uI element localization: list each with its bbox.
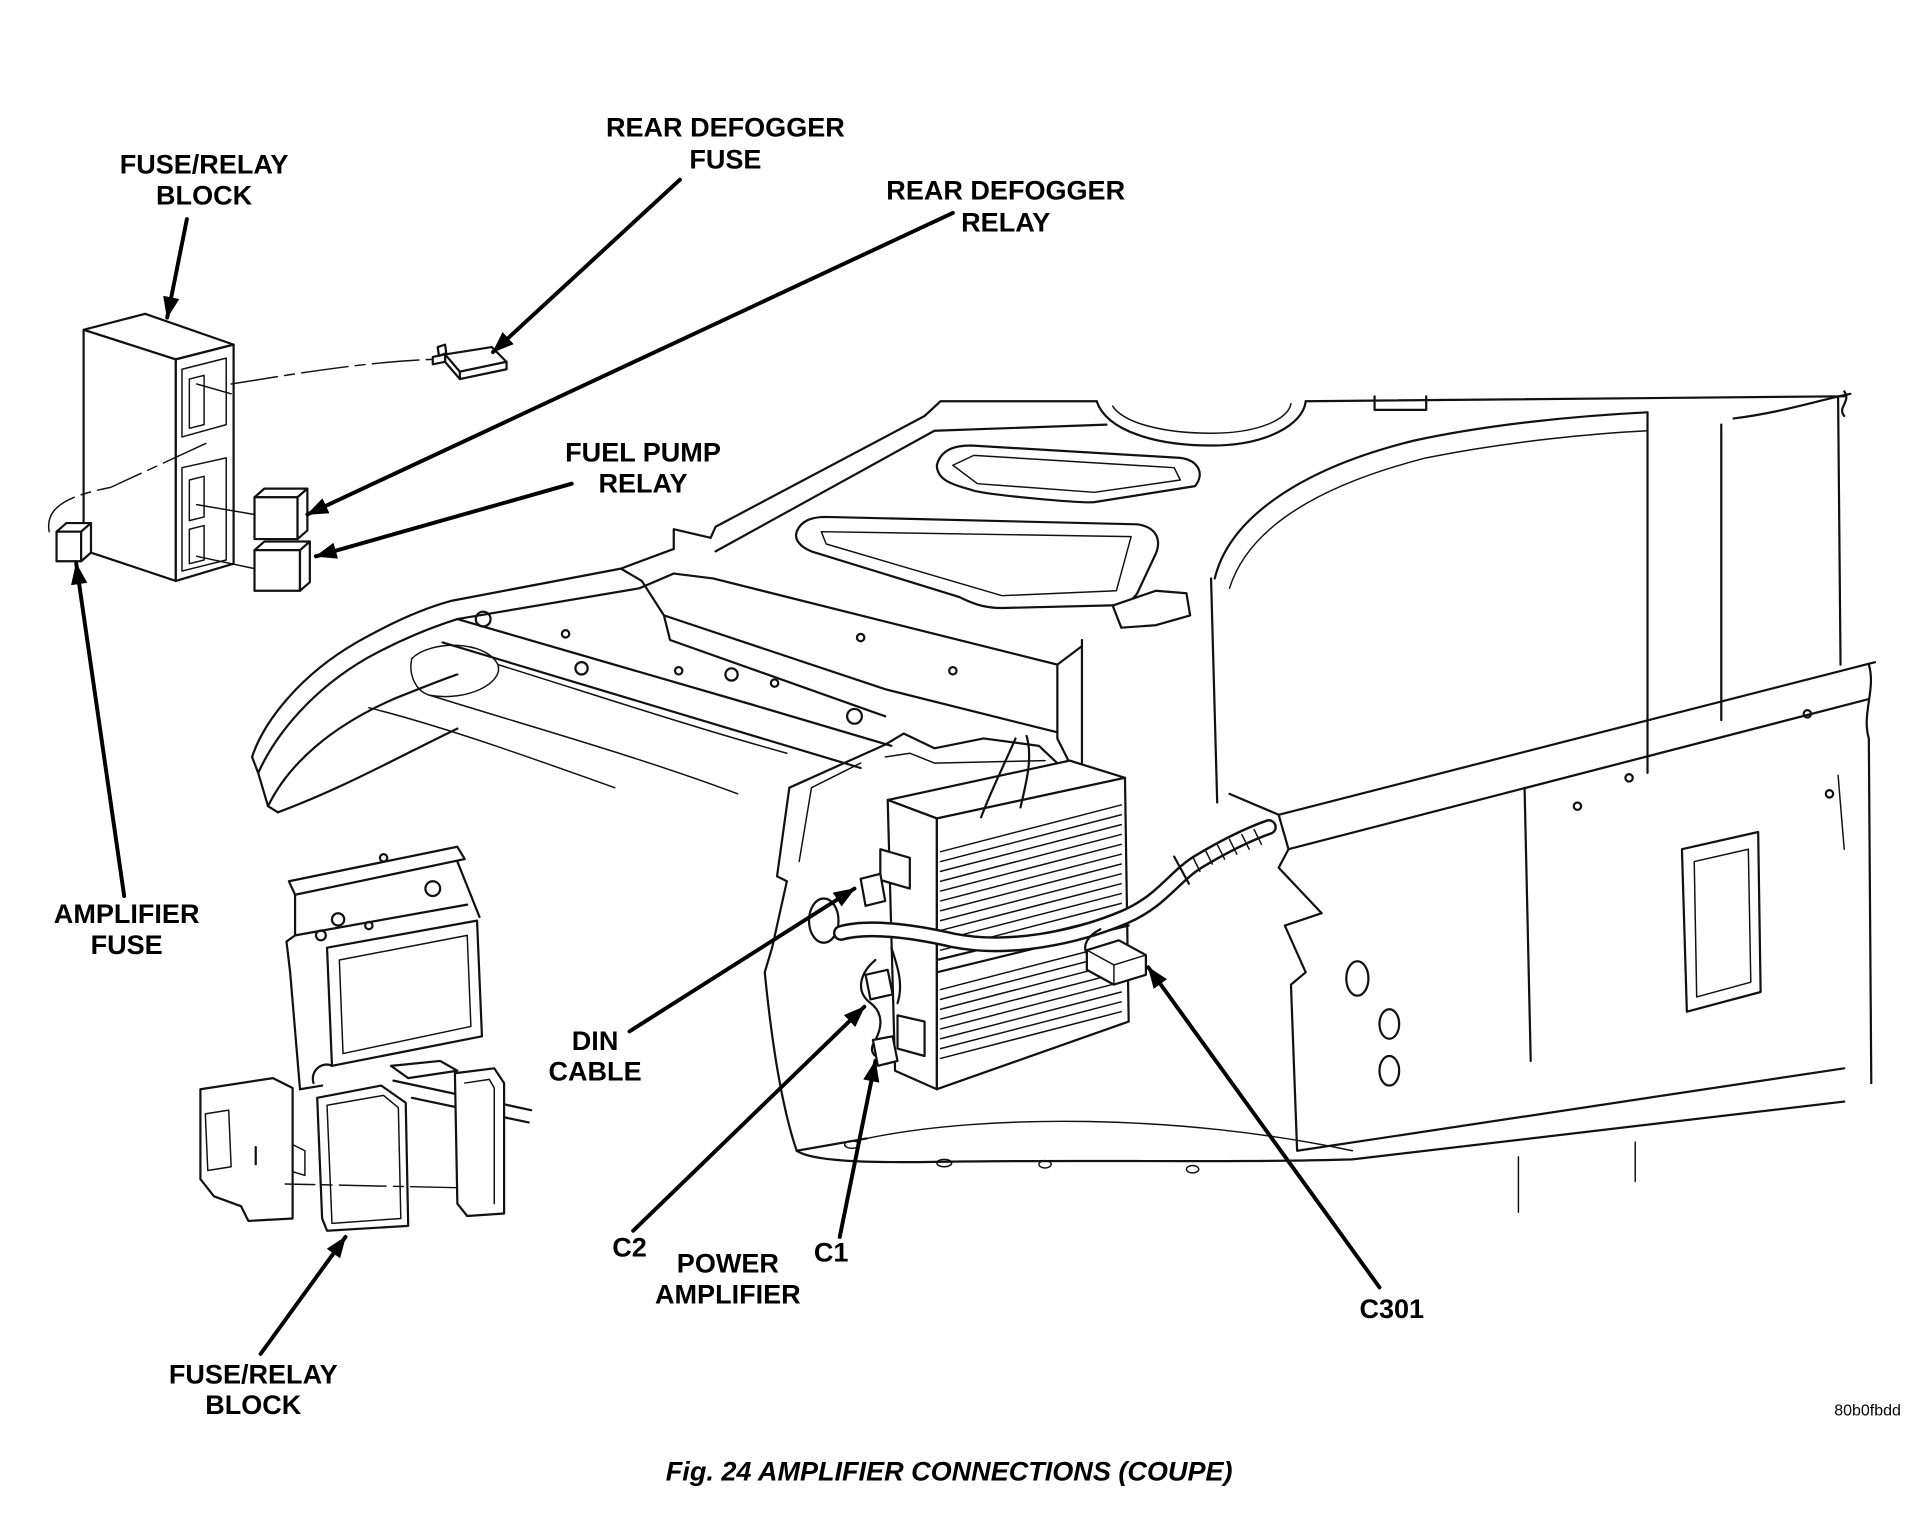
- vehicle-body-drawing: [250, 390, 1877, 1214]
- figure-caption: Fig. 24 AMPLIFIER CONNECTIONS (COUPE): [666, 1457, 1233, 1487]
- amplifier-fuse-drawing: [55, 521, 93, 563]
- label-fuel-pump-relay-line2: RELAY: [598, 468, 687, 498]
- leader-arrow-c301: [1146, 965, 1382, 1290]
- din-cable-drawing: [807, 819, 1277, 1060]
- power-amplifier-drawing: [879, 734, 1130, 1091]
- rear-defogger-fuse-drawing: [431, 343, 508, 381]
- connector-c1: [871, 1035, 899, 1067]
- label-rear-defogger-relay-line2: RELAY: [961, 207, 1050, 237]
- label-din-cable-line2: CABLE: [549, 1057, 642, 1087]
- image-code: 80b0fbdd: [1834, 1402, 1901, 1419]
- label-power-amplifier-line1: POWER: [677, 1249, 779, 1279]
- label-rear-defogger-relay-line1: REAR DEFOGGER: [886, 175, 1125, 205]
- fuse-relay-block-upper-drawing: [47, 312, 434, 583]
- label-fuse-relay-block-lower-line1: FUSE/RELAY: [169, 1359, 338, 1389]
- label-power-amplifier-line2: AMPLIFIER: [655, 1279, 801, 1309]
- connector-drawings: [859, 872, 1147, 1067]
- leader-arrow-c2: [631, 1004, 867, 1233]
- label-c301: C301: [1359, 1294, 1424, 1324]
- leader-arrow-fuse-relay-block-lower: [258, 1234, 348, 1356]
- label-c2: C2: [612, 1233, 647, 1263]
- leader-arrow-rear-defogger-fuse: [491, 177, 682, 354]
- label-fuse-relay-block-upper-line1: FUSE/RELAY: [120, 150, 289, 180]
- label-din-cable-line1: DIN: [572, 1026, 619, 1056]
- label-rear-defogger-fuse-line1: REAR DEFOGGER: [606, 113, 845, 143]
- fuel-pump-relay-drawing: [253, 540, 311, 592]
- label-rear-defogger-fuse-line2: FUSE: [689, 145, 761, 175]
- leader-arrow-fuel-pump-relay: [314, 481, 574, 559]
- leader-arrows: [71, 177, 1382, 1356]
- label-fuse-relay-block-lower-line2: BLOCK: [205, 1390, 302, 1420]
- label-c1: C1: [814, 1238, 849, 1268]
- labels: FUSE/RELAY BLOCK REAR DEFOGGER FUSE REAR…: [54, 113, 1901, 1487]
- leader-arrow-rear-defogger-relay: [305, 210, 955, 517]
- fuse-relay-block-lower-drawing: [199, 845, 533, 1232]
- leader-arrow-amplifier-fuse: [71, 561, 127, 898]
- label-fuel-pump-relay-line1: FUEL PUMP: [565, 438, 721, 468]
- label-amplifier-fuse-line2: FUSE: [91, 930, 163, 960]
- connector-c2: [864, 968, 894, 1001]
- connector-c301: [1084, 928, 1147, 986]
- rear-defogger-relay-drawing: [253, 487, 309, 541]
- leader-arrow-fuse-relay-block-upper: [163, 217, 189, 320]
- amplifier-heat-sink-fins: [939, 804, 1123, 1060]
- leader-arrow-c1: [837, 1058, 880, 1239]
- leader-arrow-din-cable: [627, 886, 857, 1034]
- din-connector: [859, 872, 887, 907]
- label-fuse-relay-block-upper-line2: BLOCK: [156, 180, 253, 210]
- label-amplifier-fuse-line1: AMPLIFIER: [54, 899, 200, 929]
